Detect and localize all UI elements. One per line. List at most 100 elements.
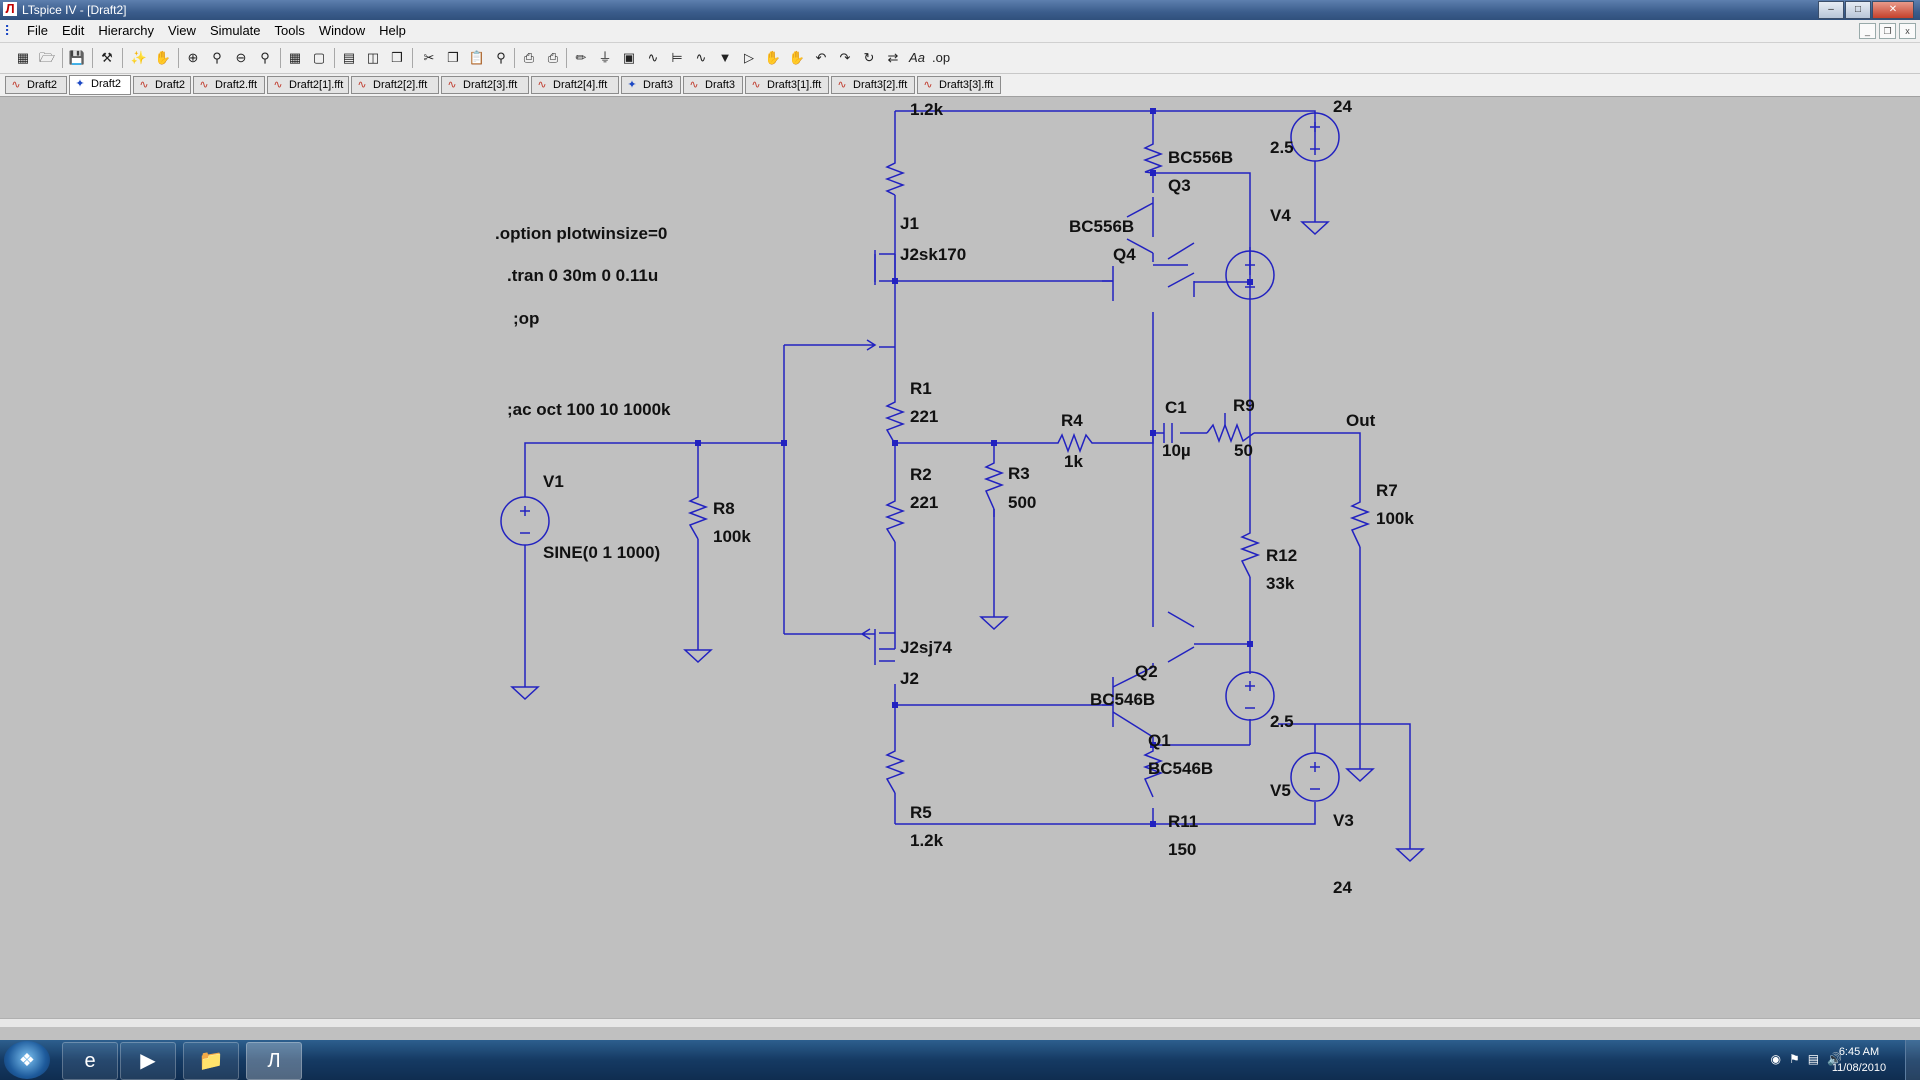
component-ref-q2[interactable]: Q2 [1135, 662, 1158, 681]
component-ref-r11[interactable]: R11 [1168, 812, 1198, 831]
menu-help[interactable]: Help [379, 23, 406, 38]
component-value-v2[interactable]: 24 [1333, 97, 1352, 116]
cascade-icon[interactable]: ❒ [391, 50, 403, 65]
component-value-q1[interactable]: BC546B [1148, 759, 1213, 778]
antivirus-icon[interactable]: ◉ [1770, 1052, 1781, 1066]
start-button[interactable]: ❖ [4, 1041, 50, 1079]
component-ref-r1[interactable]: R1 [910, 379, 932, 398]
spice-directive[interactable]: .tran 0 30m 0 0.11u [507, 266, 658, 285]
component-value-v1[interactable]: SINE(0 1 1000) [543, 543, 660, 562]
tab-draft2-2-fft-5[interactable]: ∿ Draft2[2].fft [351, 76, 439, 94]
tab-draft3-2-fft-11[interactable]: ∿ Draft3[2].fft [831, 76, 915, 94]
tab-draft2-4-fft-7[interactable]: ∿ Draft2[4].fft [531, 76, 619, 94]
cut-icon[interactable]: ✂ [423, 50, 435, 65]
maximize-button[interactable]: □ [1845, 1, 1871, 19]
menu-hierarchy[interactable]: Hierarchy [98, 23, 154, 38]
flag-icon[interactable]: ⚑ [1788, 1052, 1800, 1066]
control-panel-icon[interactable]: ⚒ [101, 50, 113, 65]
wire-icon[interactable]: ✏ [575, 50, 587, 65]
resistor-icon[interactable]: ∿ [647, 50, 659, 65]
menu-simulate[interactable]: Simulate [209, 23, 261, 38]
file-explorer-icon[interactable]: 📁 [183, 1042, 239, 1080]
mdi-restore-button[interactable]: ❐ [1879, 23, 1896, 39]
component-value-r7[interactable]: 100k [1376, 509, 1414, 528]
document-icon[interactable]: ⠇ [4, 23, 15, 39]
component-ref-q4[interactable]: Q4 [1113, 245, 1136, 264]
ground-icon[interactable]: ⏚ [598, 50, 612, 65]
tab-draft2-1-fft-4[interactable]: ∿ Draft2[1].fft [267, 76, 349, 94]
menu-window[interactable]: Window [318, 23, 366, 38]
mdi-close-button[interactable]: x [1899, 23, 1916, 39]
volume-icon[interactable]: 🔊 [1827, 1052, 1842, 1066]
component-value-j1[interactable]: J2sk170 [900, 245, 966, 264]
print-preview-icon[interactable]: ⎙ [547, 50, 559, 65]
close-button[interactable]: ✕ [1872, 1, 1914, 19]
mirror-icon[interactable]: ⇄ [887, 50, 899, 65]
inductor-icon[interactable]: ∿ [695, 50, 707, 65]
open-icon[interactable]: 🗁 [38, 50, 56, 65]
component-icon[interactable]: ▷ [744, 50, 754, 65]
autorange-icon[interactable]: ▦ [288, 50, 302, 65]
new-schematic-icon[interactable]: ▦ [16, 50, 30, 65]
component-ref-r2[interactable]: R2 [910, 465, 932, 484]
save-icon[interactable]: 💾 [68, 50, 86, 65]
component-value-v3[interactable]: 24 [1333, 878, 1352, 897]
tab-draft2-1[interactable]: ✦ Draft2 [69, 75, 131, 95]
paste-icon[interactable]: 📋 [468, 50, 486, 65]
tile-vertical-icon[interactable]: ◫ [366, 50, 380, 65]
component-ref-r5[interactable]: R5 [910, 803, 932, 822]
tab-draft2-0[interactable]: ∿ Draft2 [5, 76, 67, 94]
component-value-r6[interactable]: 1.2k [910, 100, 944, 119]
delete-trace-icon[interactable]: ▢ [312, 50, 326, 65]
tab-draft2-fft-3[interactable]: ∿ Draft2.fft [193, 76, 265, 94]
zoom-out-icon[interactable]: ⊖ [235, 50, 247, 65]
tab-draft2-3-fft-6[interactable]: ∿ Draft2[3].fft [441, 76, 529, 94]
mdi-minimize-button[interactable]: _ [1859, 23, 1876, 39]
menu-tools[interactable]: Tools [274, 23, 305, 38]
component-value-j2[interactable]: J2sj74 [900, 638, 953, 657]
component-ref-v3[interactable]: V3 [1333, 811, 1354, 830]
net-label-out[interactable]: Out [1346, 411, 1376, 430]
component-value-v4[interactable]: 2.5 [1270, 138, 1294, 157]
horizontal-scrollbar[interactable] [0, 1018, 1920, 1027]
text-icon[interactable]: Aa [909, 50, 925, 65]
component-value-r4[interactable]: 1k [1064, 452, 1083, 471]
media-player-icon[interactable]: ▶ [120, 1042, 176, 1080]
clock[interactable]: 6:45 AM 11/08/2010 [1824, 1044, 1894, 1076]
tile-horizontal-icon[interactable]: ▤ [342, 50, 356, 65]
component-value-r9[interactable]: 50 [1234, 441, 1253, 460]
spice-directive-icon[interactable]: .op [932, 50, 951, 65]
run-icon[interactable]: ✨ [130, 50, 148, 65]
component-value-q4[interactable]: BC556B [1069, 217, 1134, 236]
tab-draft3-1-fft-10[interactable]: ∿ Draft3[1].fft [745, 76, 829, 94]
drag-icon[interactable]: ✋ [788, 50, 806, 65]
schematic-canvas[interactable]: .option plotwinsize=0 .tran 0 30m 0 0.11u… [0, 97, 1920, 1018]
network-icon[interactable]: ▤ [1807, 1052, 1820, 1066]
component-ref-r7[interactable]: R7 [1376, 481, 1398, 500]
capacitor-icon[interactable]: ⊨ [671, 50, 683, 65]
component-ref-c1[interactable]: C1 [1165, 398, 1187, 417]
component-ref-r12[interactable]: R12 [1266, 546, 1297, 565]
component-ref-v1[interactable]: V1 [543, 472, 564, 491]
component-ref-v4[interactable]: V4 [1270, 206, 1291, 225]
component-value-q3[interactable]: BC556B [1168, 148, 1233, 167]
menu-file[interactable]: File [27, 23, 48, 38]
menu-view[interactable]: View [167, 23, 196, 38]
component-value-r3[interactable]: 500 [1008, 493, 1036, 512]
zoom-in-icon[interactable]: ⊕ [187, 50, 199, 65]
diode-icon[interactable]: ▼ [718, 50, 732, 65]
tab-draft2-2[interactable]: ∿ Draft2 [133, 76, 191, 94]
undo-icon[interactable]: ↶ [815, 50, 827, 65]
component-value-c1[interactable]: 10µ [1162, 441, 1191, 460]
component-ref-j2[interactable]: J2 [900, 669, 919, 688]
spice-directive[interactable]: .option plotwinsize=0 [495, 224, 667, 243]
component-value-r8[interactable]: 100k [713, 527, 751, 546]
copy-icon[interactable]: ❐ [447, 50, 459, 65]
component-ref-r8[interactable]: R8 [713, 499, 735, 518]
label-net-icon[interactable]: ▣ [622, 50, 636, 65]
show-desktop-button[interactable] [1905, 1040, 1920, 1080]
component-ref-r3[interactable]: R3 [1008, 464, 1030, 483]
minimize-button[interactable]: – [1818, 1, 1844, 19]
component-value-r2[interactable]: 221 [910, 493, 938, 512]
tab-draft3-8[interactable]: ✦ Draft3 [621, 76, 681, 94]
